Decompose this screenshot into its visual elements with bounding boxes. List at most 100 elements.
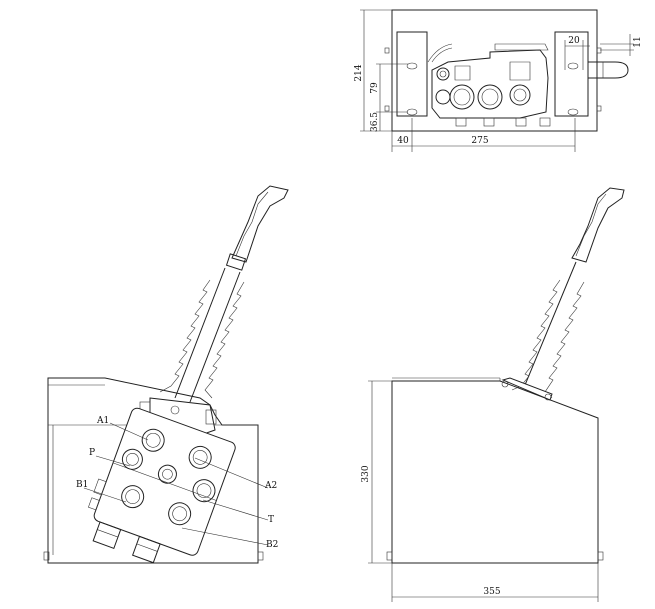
bottom-port xyxy=(539,117,551,127)
spool-end xyxy=(436,67,450,81)
leader-p xyxy=(95,455,131,467)
top-view-left-plate xyxy=(396,31,428,117)
port-p-inner xyxy=(126,453,139,466)
top-view-arc-inner xyxy=(431,47,453,63)
label-b1: B1 xyxy=(76,480,88,490)
port-a2 xyxy=(188,445,212,469)
lever-shaft-left xyxy=(174,267,226,399)
label-t: T xyxy=(268,515,274,525)
port-center-inner xyxy=(162,468,173,480)
edge-bolt xyxy=(384,47,390,54)
dim-330-label: 330 xyxy=(361,465,371,482)
port-a1-inner xyxy=(145,432,161,448)
slot-hole-left-lower xyxy=(406,108,418,116)
spool-cap-line xyxy=(136,543,158,552)
side-lever-handle-inner xyxy=(575,193,607,257)
lever-shaft-right xyxy=(189,271,241,403)
lever-collar xyxy=(225,253,247,271)
dim-20-label: 20 xyxy=(568,36,580,46)
dim-11-label: 11 xyxy=(633,36,643,47)
port-b2 xyxy=(168,502,192,526)
port-b2-inner xyxy=(172,506,187,522)
dim-79-label: 79 xyxy=(370,82,380,94)
front-view-valve-body xyxy=(88,407,236,564)
port-t xyxy=(192,479,216,503)
slot-hole-left-upper xyxy=(406,62,418,70)
port-circle-inner xyxy=(513,88,527,102)
spool-end xyxy=(435,89,451,105)
dim-355-label: 355 xyxy=(483,587,500,597)
edge-bolt xyxy=(596,47,602,54)
port-a1 xyxy=(141,428,165,452)
leader-b2 xyxy=(181,527,269,546)
port-circle xyxy=(449,84,475,110)
lever-boot-left xyxy=(159,279,211,393)
top-view-right-plate xyxy=(554,31,589,117)
top-view-bracket xyxy=(494,43,549,51)
dim-36-5-label: 36.5 xyxy=(370,112,380,132)
port-a2-inner xyxy=(192,450,208,465)
front-view: A1 P B1 A2 T B2 xyxy=(43,185,289,564)
front-view-foot xyxy=(43,551,50,561)
leader-t xyxy=(202,499,269,521)
side-lever-boot-left xyxy=(511,279,561,391)
edge-bolt xyxy=(384,105,390,112)
spool-cap-line xyxy=(97,529,119,538)
spool-fitting xyxy=(88,497,100,511)
leader-b1 xyxy=(83,487,127,503)
bottom-port xyxy=(483,117,495,127)
port-p xyxy=(121,448,143,470)
spool-fitting xyxy=(93,478,107,496)
port-center xyxy=(157,464,177,484)
dim-275-label: 275 xyxy=(471,136,488,146)
label-a1: A1 xyxy=(96,416,109,426)
dim-40-label: 40 xyxy=(397,136,409,146)
side-view: 330 355 xyxy=(361,187,625,602)
leader-a2 xyxy=(194,457,269,489)
side-view-enclosure xyxy=(391,380,599,564)
side-view-foot xyxy=(597,551,604,561)
top-view: 214 79 36.5 40 275 20 11 xyxy=(354,9,643,152)
port-circle-inner xyxy=(481,88,499,106)
label-p: P xyxy=(89,448,95,458)
side-lever-boot-right xyxy=(544,281,585,399)
slot-hole-right-upper xyxy=(567,62,579,70)
front-view-foot xyxy=(257,551,264,561)
bottom-port xyxy=(455,117,467,127)
lever-handle-grip-inner xyxy=(235,191,269,257)
side-lever-shaft xyxy=(524,261,577,386)
side-view-foot xyxy=(386,551,393,561)
port-t-inner xyxy=(196,483,212,498)
side-lever-pivot xyxy=(501,380,509,388)
top-view-fitting xyxy=(454,65,471,81)
mount-bolt xyxy=(170,405,180,415)
side-lever-base xyxy=(501,377,553,401)
spool-cap xyxy=(92,521,122,549)
edge-bolt xyxy=(596,105,602,112)
leader-a1 xyxy=(109,422,149,441)
spool-cap xyxy=(131,535,161,564)
side-lever-handle xyxy=(571,187,625,263)
lever-boot-right xyxy=(204,281,245,399)
port-circle xyxy=(509,84,531,106)
label-b2: B2 xyxy=(266,540,278,550)
top-view-handle xyxy=(588,61,629,79)
top-view-arc xyxy=(427,43,453,63)
top-view-valve-body xyxy=(431,49,549,119)
port-b1 xyxy=(121,485,145,509)
mount-bolt-side xyxy=(205,409,217,425)
top-view-fitting xyxy=(509,61,531,81)
side-lever-pivot xyxy=(544,393,552,401)
port-circle-inner xyxy=(453,88,471,106)
label-a2: A2 xyxy=(264,481,277,491)
bottom-port xyxy=(515,117,527,127)
top-view-enclosure xyxy=(391,9,598,132)
slot-hole-right-lower xyxy=(567,108,579,116)
dim-214-label: 214 xyxy=(354,64,364,81)
side-view-lever xyxy=(501,187,625,401)
spool-end-inner xyxy=(439,70,447,78)
lever-handle-grip xyxy=(231,185,289,263)
front-view-lever xyxy=(159,185,289,403)
port-circle xyxy=(477,84,503,110)
